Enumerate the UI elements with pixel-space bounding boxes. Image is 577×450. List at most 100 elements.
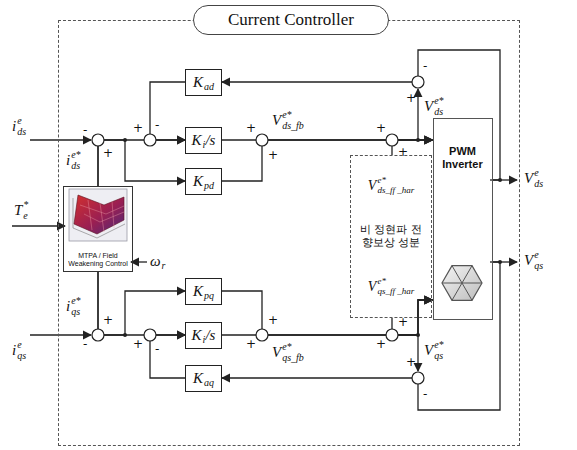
sign-label: + bbox=[133, 338, 143, 350]
index-stack: e*qs bbox=[71, 296, 80, 317]
sign-label: + bbox=[398, 146, 408, 158]
symbol-row: Ki/s bbox=[192, 325, 216, 346]
symbol-row: + bbox=[246, 122, 256, 134]
index-stack: aq bbox=[204, 368, 214, 389]
signal-label: Veds bbox=[524, 168, 543, 189]
superscript: e* bbox=[377, 175, 386, 185]
index-stack: pd bbox=[204, 171, 214, 192]
signal-connector bbox=[98, 140, 185, 186]
symbol-base: T bbox=[14, 203, 22, 218]
node-content: PWM Inverter bbox=[438, 145, 488, 171]
symbol-base: V bbox=[272, 113, 281, 128]
sign-mark: + bbox=[376, 122, 386, 134]
subscript-slot: pd bbox=[204, 181, 214, 192]
superscript: e* bbox=[434, 339, 443, 350]
symbol-row: + bbox=[103, 147, 113, 159]
superscript-slot bbox=[162, 251, 166, 261]
symbol-row: Kad bbox=[193, 72, 214, 93]
symbol-row: Veqs bbox=[524, 250, 543, 271]
symbol-base: K bbox=[193, 174, 203, 189]
index-stack: e*ds bbox=[434, 96, 443, 117]
signal-label: Ve*ds bbox=[424, 96, 444, 117]
superscript-slot bbox=[204, 281, 214, 291]
symbol-base: V bbox=[272, 345, 281, 360]
subscript: r bbox=[162, 260, 166, 271]
subscript: qs bbox=[534, 260, 543, 271]
subscript: ad bbox=[204, 81, 214, 92]
symbol-row: Kpq bbox=[193, 281, 214, 302]
symbol-row: + bbox=[133, 338, 143, 350]
superscript: e bbox=[17, 115, 21, 126]
symbol-row: + bbox=[133, 122, 143, 134]
symbol-row: + bbox=[268, 314, 278, 326]
superscript-slot bbox=[204, 368, 214, 378]
index-stack: ad bbox=[204, 72, 214, 93]
subscript-slot: ds_fb bbox=[282, 121, 304, 132]
superscript-slot: e* bbox=[71, 296, 80, 307]
symbol-row: - bbox=[423, 60, 427, 72]
sign-mark: + bbox=[406, 92, 416, 104]
subscript: qs_fb bbox=[282, 352, 304, 363]
subscript-slot: qs_fb bbox=[282, 353, 304, 364]
subscript-slot: qs bbox=[434, 351, 443, 362]
sign-mark: + bbox=[103, 314, 113, 326]
symbol-row: Ve*ds bbox=[424, 96, 444, 117]
node-content: Ki/s bbox=[192, 325, 216, 346]
signal-label: Ve*qs bbox=[424, 340, 444, 361]
node-content: Kpd bbox=[193, 171, 214, 192]
branch-dot bbox=[498, 260, 502, 264]
signal-label: ie*ds bbox=[66, 150, 81, 171]
subscript: qs bbox=[71, 306, 80, 317]
sign-mark: - bbox=[83, 124, 87, 136]
signal-label: Ve*ds_fb bbox=[272, 110, 304, 131]
signal-connector bbox=[222, 50, 500, 180]
sign-mark: - bbox=[83, 338, 87, 350]
symbol-row: Ve*ds_ff _har bbox=[368, 176, 414, 196]
subscript-slot: qs bbox=[534, 261, 543, 272]
superscript-slot bbox=[204, 72, 214, 82]
subscript: qs bbox=[434, 350, 443, 361]
subscript-slot: qs_ff _har bbox=[377, 287, 414, 297]
sign-label: + bbox=[406, 92, 416, 104]
signal-connector bbox=[150, 82, 185, 140]
signal-label: Veqs bbox=[524, 250, 543, 271]
superscript: e* bbox=[377, 276, 386, 286]
sign-label: + bbox=[406, 356, 416, 368]
symbol-row: ωr bbox=[150, 251, 166, 272]
superscript-slot: e* bbox=[377, 176, 414, 186]
node-content: Kad bbox=[193, 72, 214, 93]
superscript-slot: e* bbox=[434, 96, 443, 107]
subscript: pd bbox=[204, 180, 214, 191]
index-stack: eds bbox=[534, 168, 543, 189]
symbol-base: V bbox=[424, 99, 433, 114]
sign-mark: + bbox=[133, 122, 143, 134]
sign-label: - bbox=[83, 124, 87, 136]
branch-dot bbox=[498, 178, 502, 182]
sign-label: + bbox=[376, 338, 386, 350]
superscript-slot: e* bbox=[282, 342, 304, 353]
superscript-slot: e* bbox=[377, 277, 414, 287]
symbol-base: V bbox=[524, 253, 533, 268]
superscript: e* bbox=[282, 109, 291, 120]
symbol-row: ie*ds bbox=[66, 150, 81, 171]
sign-mark: + bbox=[376, 338, 386, 350]
subscript-slot: ds bbox=[17, 127, 26, 138]
superscript: e* bbox=[71, 295, 80, 306]
sum-junction bbox=[412, 76, 424, 88]
sum-junction bbox=[412, 372, 424, 384]
sign-mark: + bbox=[268, 314, 278, 326]
signal-label: Ve*qs_fb bbox=[272, 342, 304, 363]
gain-block: Kpq bbox=[185, 278, 222, 305]
symbol-base: V bbox=[368, 179, 377, 193]
symbol-row: + bbox=[376, 122, 386, 134]
symbol-base: i bbox=[12, 119, 16, 134]
signal-label: ie*qs bbox=[66, 296, 81, 317]
subscript: aq bbox=[204, 377, 214, 388]
sum-junction bbox=[92, 329, 104, 341]
node-content: Ve*ds_ff _har비 정현파 전향보상 성분Ve*qs_ff _har bbox=[355, 162, 427, 311]
sign-label: + bbox=[268, 314, 278, 326]
branch-dot bbox=[416, 138, 420, 142]
index-stack: r bbox=[162, 251, 166, 272]
